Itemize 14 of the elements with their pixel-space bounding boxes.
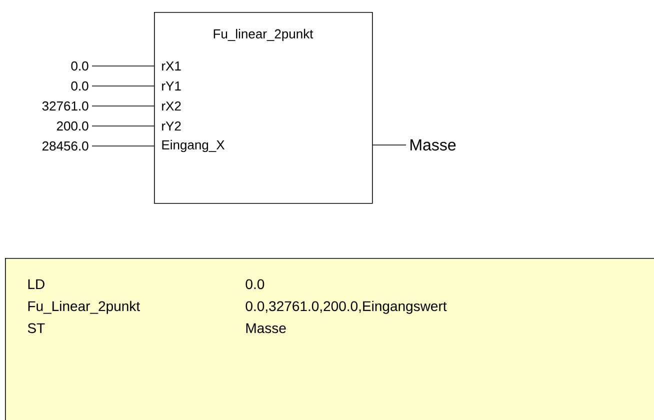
input-value: 28456.0: [42, 141, 88, 151]
code-listing: LD 0.0 Fu_Linear_2punkt 0.0,32761.0,200.0,Eingangswert ST Masse: [5, 258, 654, 420]
input-value: 200.0: [56, 121, 88, 131]
pin-label: rX2: [162, 101, 181, 111]
input-value: 0.0: [71, 61, 88, 71]
pin-label: rY1: [162, 82, 181, 90]
connector-line: [372, 144, 406, 146]
block-title: Fu_linear_2punkt: [214, 28, 314, 42]
pin-label: rX1: [162, 62, 181, 70]
output-label: Masse: [410, 139, 456, 151]
input-value: 32761.0: [42, 101, 88, 111]
input-value: 0.0: [71, 81, 88, 91]
pin-label: rY2: [162, 121, 181, 131]
pin-label: Eingang_X: [162, 140, 225, 152]
